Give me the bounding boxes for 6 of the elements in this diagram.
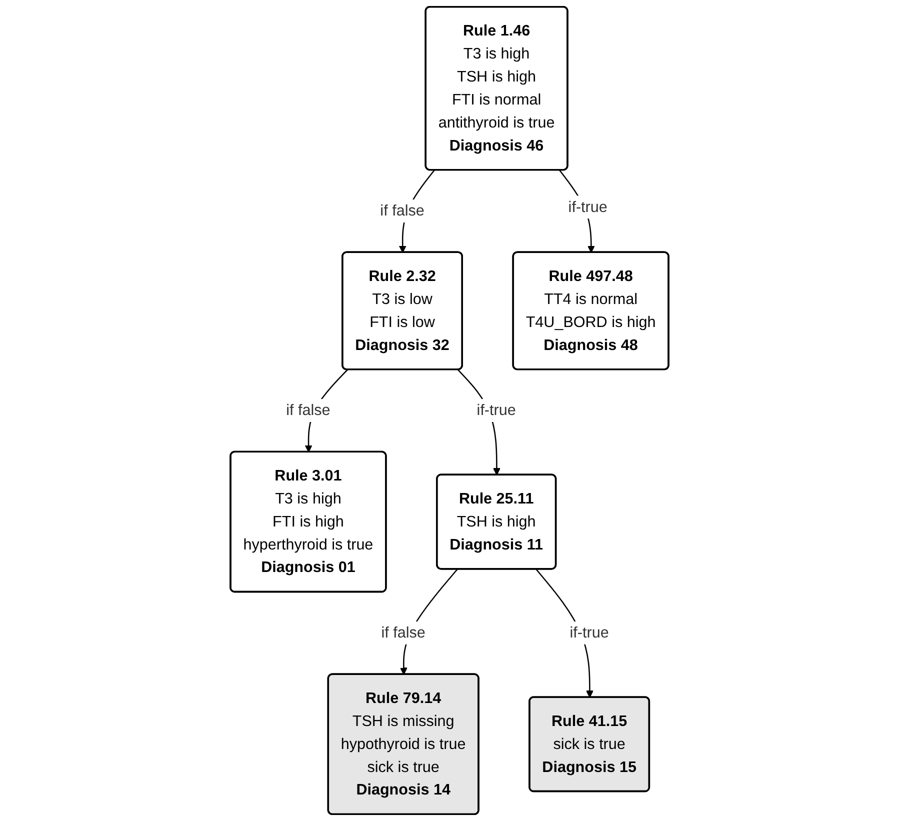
- edge-label: if false: [381, 624, 426, 642]
- edge-label: if-true: [570, 624, 609, 642]
- edge-label: if-true: [476, 402, 516, 419]
- edge-label: if-true: [568, 198, 608, 216]
- edge-label: if false: [380, 202, 424, 220]
- edge-label: if false: [286, 402, 330, 419]
